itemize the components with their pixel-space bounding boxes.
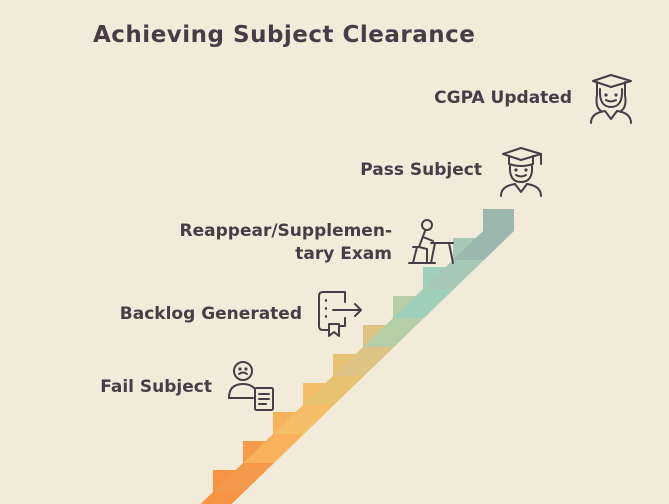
stair-support-2 [213, 463, 274, 492]
stair-support-8 [393, 289, 454, 318]
step-label-fail-subject: Fail Subject [100, 377, 212, 397]
stair-support-4 [273, 405, 334, 434]
stair-support-6 [333, 347, 394, 376]
step-label-pass-subject: Pass Subject [360, 160, 482, 180]
stair-support-1 [200, 492, 244, 504]
stair-support-7 [363, 318, 424, 347]
step-label-reappear-exam: Reappear/Supplemen- tary Exam [180, 220, 392, 266]
stair-support-10 [453, 231, 514, 260]
stair-support-9 [423, 260, 484, 289]
graduate-icon [495, 146, 549, 198]
staircase [200, 209, 514, 504]
student-with-document-icon [223, 358, 277, 412]
step-label-backlog-generated: Backlog Generated [119, 304, 302, 324]
student-at-desk-icon [405, 217, 459, 269]
step-label-reappear-line-2: tary Exam [295, 244, 392, 264]
certificate-arrow-icon [315, 288, 369, 340]
stair-support-5 [303, 376, 364, 405]
diagram-title: Achieving Subject Clearance [93, 22, 476, 48]
stair-step-10 [483, 209, 514, 231]
step-label-reappear-line-1: Reappear/Supplemen- [179, 221, 392, 241]
step-label-cgpa-updated: CGPA Updated [434, 88, 572, 108]
stair-support-3 [243, 434, 304, 463]
graduate-woman-icon [585, 73, 639, 125]
